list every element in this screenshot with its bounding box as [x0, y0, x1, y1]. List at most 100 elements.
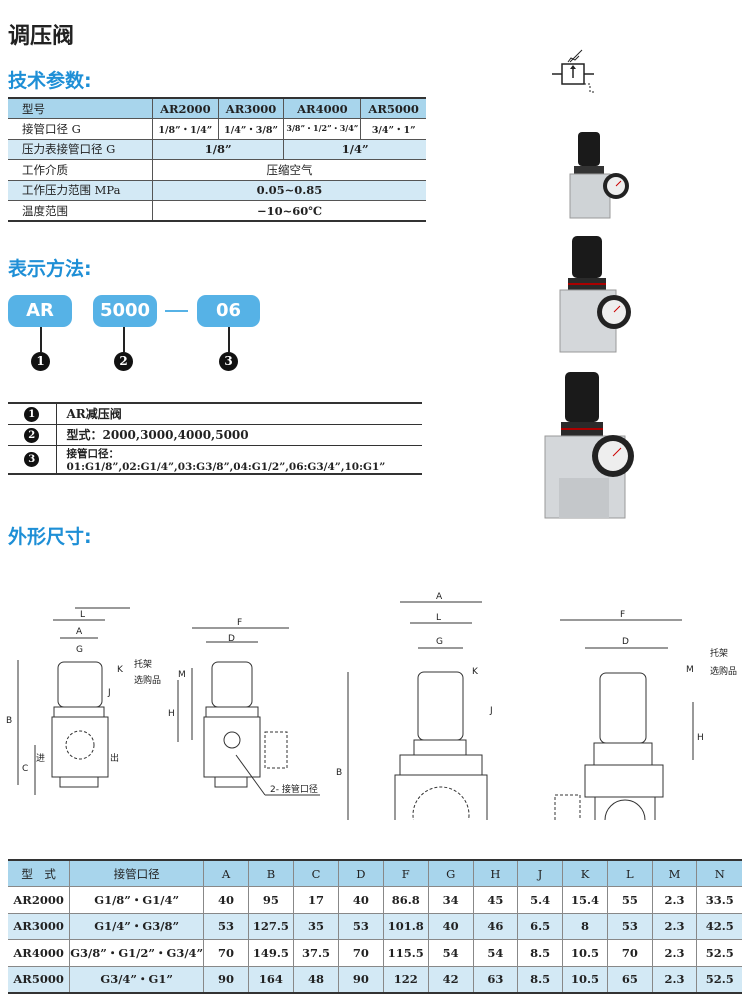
label-F: F	[620, 610, 625, 620]
marker: 2	[24, 427, 40, 443]
cell: 8.5	[517, 939, 563, 967]
cell: 53	[607, 913, 653, 940]
header-cell: M	[652, 860, 698, 887]
header-cell: AR5000	[360, 97, 426, 119]
regulator-symbol-icon	[552, 49, 594, 93]
cell: 54	[473, 939, 519, 967]
header-cell: N	[696, 860, 742, 887]
label-D: D	[228, 634, 235, 644]
cell: 90	[338, 966, 384, 993]
cell: G3/8”・G1/2”・G3/4”	[69, 939, 205, 967]
code-part-model: 5000	[93, 295, 157, 327]
cell: 2.3	[652, 886, 698, 914]
notation-row: 2 型式：2000,3000,4000,5000	[8, 424, 422, 446]
cell: AR4000	[8, 939, 71, 967]
label-A: A	[436, 592, 443, 602]
cell: 86.8	[383, 886, 429, 914]
notation-text: AR减压阀	[56, 403, 422, 425]
label-J: J	[489, 706, 493, 716]
code-part-series: AR	[8, 295, 72, 327]
label-bracket: 托架	[134, 658, 152, 670]
cell: 3/4”・1”	[360, 118, 426, 140]
cell: 0.05~0.85	[152, 179, 426, 201]
cell: 65	[607, 966, 653, 993]
cell: −10~60℃	[152, 200, 426, 222]
leader-line	[40, 327, 42, 352]
marker-1: 1	[31, 352, 50, 371]
cell: 70	[338, 939, 384, 967]
product-photo-ar4000	[544, 372, 634, 519]
cell: 70	[203, 939, 249, 967]
cell: 2.3	[652, 913, 698, 940]
cell: 37.5	[293, 939, 339, 967]
label-F: F	[237, 618, 242, 628]
spec-row-gauge: 压力表接管口径 G 1/8” 1/4”	[8, 138, 426, 160]
cell: 压缩空气	[152, 159, 426, 181]
drawing-side-large	[554, 619, 694, 820]
row-label: 工作压力范围 MPa	[8, 179, 153, 201]
header-cell: C	[293, 860, 339, 887]
cell: 1/8”・1/4”	[152, 118, 219, 140]
code-part-port: 06	[197, 295, 260, 327]
cell: 45	[473, 886, 519, 914]
cell: AR5000	[8, 966, 71, 993]
cell: 17	[293, 886, 339, 914]
header-cell: 型 式	[8, 860, 71, 887]
marker-2: 2	[114, 352, 133, 371]
label-in: 进	[36, 753, 45, 764]
header-cell: D	[338, 860, 384, 887]
page-title: 调压阀	[8, 24, 75, 49]
cell: 8	[562, 913, 608, 940]
cell: 34	[428, 886, 474, 914]
label-K: K	[472, 667, 479, 677]
marker: 3	[24, 452, 40, 467]
label-H: H	[697, 733, 704, 743]
label-L: L	[80, 610, 85, 620]
header-cell: AR4000	[283, 97, 362, 119]
cell: 35	[293, 913, 339, 940]
cell: 1/4”・3/8”	[218, 118, 285, 140]
header-cell: 接管口径	[69, 860, 205, 887]
cell: 164	[248, 966, 295, 993]
notation-text: 型式：2000,3000,4000,5000	[56, 424, 422, 446]
cell: 127.5	[248, 913, 295, 940]
label-B: B	[6, 716, 12, 726]
label-out: 出	[110, 752, 119, 764]
cell: 122	[383, 966, 429, 993]
cell: 6.5	[517, 913, 563, 940]
label-L: L	[436, 613, 441, 623]
dimension-drawings: L A G K J B C 进 出 F D M 托架 选购品 H 2- 接管口径…	[6, 592, 737, 820]
leader-line	[123, 327, 125, 352]
product-photo-ar2000	[569, 132, 629, 219]
header-cell: B	[248, 860, 295, 887]
cell: 3/8”・1/2”・3/4”	[283, 118, 362, 140]
cell: 42.5	[696, 913, 742, 940]
cell: G3/4”・G1”	[69, 966, 205, 993]
cell: 40	[338, 886, 384, 914]
cell: 90	[203, 966, 249, 993]
cell: 5.4	[517, 886, 563, 914]
cell: 48	[293, 966, 339, 993]
label-K: K	[117, 665, 124, 675]
cell: 63	[473, 966, 519, 993]
spec-row-pressure: 工作压力范围 MPa 0.05~0.85	[8, 179, 426, 201]
header-cell: J	[517, 860, 563, 887]
label-bracket: 托架	[710, 647, 728, 659]
header-cell: AR2000	[152, 97, 219, 119]
row-label: 压力表接管口径 G	[8, 138, 153, 160]
drawing-side-small	[177, 627, 320, 796]
cell: 1/8”	[152, 138, 285, 160]
row-label: 接管口径 G	[8, 118, 153, 140]
label-optional: 选购品	[134, 674, 161, 686]
cell: 10.5	[562, 966, 608, 993]
product-photo-ar3000	[559, 236, 631, 353]
cell: 52.5	[696, 966, 742, 993]
cell: 95	[248, 886, 295, 914]
cell: 54	[428, 939, 474, 967]
